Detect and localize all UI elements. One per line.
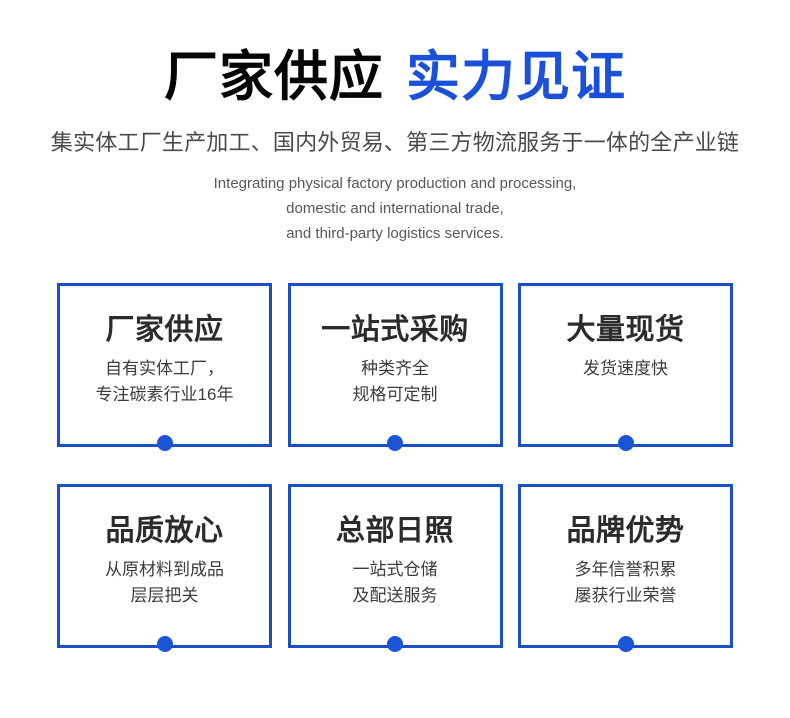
feature-card-description: 发货速度快 (583, 356, 668, 382)
feature-card-description-line: 发货速度快 (583, 359, 668, 378)
feature-card-description-line: 规格可定制 (352, 385, 438, 404)
feature-card-description: 自有实体工厂， 专注碳素行业16年 (96, 356, 234, 408)
feature-card-title: 一站式采购 (321, 314, 469, 346)
feature-card-description: 种类齐全 规格可定制 (353, 356, 438, 408)
card-accent-dot-icon (156, 636, 173, 652)
feature-card-one-stop-purchase[interactable]: 一站式采购 种类齐全 规格可定制 (287, 283, 503, 451)
card-accent-dot-icon (387, 435, 403, 451)
card-accent-dot-icon (617, 435, 634, 451)
feature-card-grid: 厂家供应 自有实体工厂， 专注碳素行业16年 一站式采购 种类齐全 规格可定制 … (57, 283, 733, 652)
page-header: 厂家供应实力见证 集实体工厂生产加工、国内外贸易、第三方物流服务于一体的全产业链… (0, 0, 790, 246)
page-title-dark-segment: 厂家供应 (164, 47, 384, 107)
feature-card-description-line: 及配送服务 (352, 586, 438, 605)
feature-card-large-stock[interactable]: 大量现货 发货速度快 (518, 283, 733, 451)
card-accent-dot-icon (617, 636, 634, 652)
feature-card-title: 大量现货 (566, 314, 685, 346)
subtitle-english-line: Integrating physical factory production … (213, 175, 577, 192)
feature-card-factory-supply[interactable]: 厂家供应 自有实体工厂， 专注碳素行业16年 (57, 283, 272, 451)
feature-card-description-line: 层层把关 (130, 586, 199, 605)
feature-card-description-line: 屡获行业荣誉 (574, 586, 677, 605)
feature-card-headquarters-rizhao[interactable]: 总部日照 一站式仓储 及配送服务 (287, 484, 503, 652)
feature-card-description: 一站式仓储 及配送服务 (353, 557, 438, 609)
page-title: 厂家供应实力见证 (0, 46, 790, 108)
feature-card-title: 品牌优势 (566, 515, 685, 547)
page-title-blue-segment: 实力见证 (406, 47, 626, 107)
feature-card-description-line: 种类齐全 (361, 359, 429, 378)
feature-card-description-line: 一站式仓储 (352, 560, 438, 579)
subtitle-english-line: and third-party logistics services. (286, 225, 504, 242)
subtitle-english-line: domestic and international trade, (286, 200, 504, 217)
card-accent-dot-icon (156, 435, 173, 451)
feature-card-row-2: 品质放心 从原材料到成品 层层把关 总部日照 一站式仓储 及配送服务 品牌优势 … (57, 484, 733, 652)
feature-card-description: 多年信誉积累 屡获行业荣誉 (575, 557, 677, 609)
subtitle-english: Integrating physical factory production … (0, 171, 790, 246)
subtitle-chinese: 集实体工厂生产加工、国内外贸易、第三方物流服务于一体的全产业链 (50, 130, 740, 155)
feature-card-description-line: 专注碳素行业16年 (95, 385, 234, 404)
feature-card-quality-assurance[interactable]: 品质放心 从原材料到成品 层层把关 (57, 484, 272, 652)
feature-card-description: 从原材料到成品 层层把关 (105, 557, 224, 609)
card-accent-dot-icon (387, 636, 403, 652)
feature-card-brand-advantage[interactable]: 品牌优势 多年信誉积累 屡获行业荣誉 (518, 484, 733, 652)
feature-card-description-line: 从原材料到成品 (105, 560, 224, 579)
feature-card-row-1: 厂家供应 自有实体工厂， 专注碳素行业16年 一站式采购 种类齐全 规格可定制 … (57, 283, 733, 451)
feature-card-description-line: 多年信誉积累 (574, 560, 677, 579)
feature-card-title: 厂家供应 (105, 314, 224, 346)
feature-card-title: 总部日照 (335, 515, 454, 547)
feature-card-title: 品质放心 (105, 515, 224, 547)
feature-card-description-line: 自有实体工厂， (104, 359, 224, 378)
